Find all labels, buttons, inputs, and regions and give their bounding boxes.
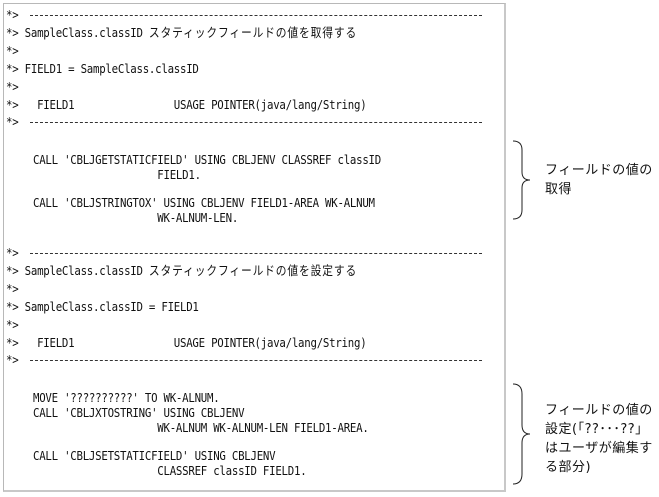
- comment-dash-line: [30, 253, 482, 255]
- comment-blank: *>: [6, 79, 19, 94]
- code-listing-box: [3, 3, 506, 492]
- code-line-call-stringtox: CALL 'CBLJSTRINGTOX' USING CBLJENV FIELD…: [33, 195, 375, 210]
- comment-assign-get: *> FIELD1 = SampleClass.classID: [6, 61, 199, 76]
- code-line-continuation: FIELD1.: [33, 167, 201, 182]
- comment-title-set: *> SampleClass.classID スタティックフィールドの値を設定す…: [6, 263, 358, 278]
- comment-assign-set: *> SampleClass.classID = FIELD1: [6, 299, 199, 314]
- code-line-call-getstaticfield: CALL 'CBLJGETSTATICFIELD' USING CBLJENV …: [33, 152, 381, 167]
- code-line-move: MOVE '??????????' TO WK-ALNUM.: [33, 390, 220, 405]
- code-line-continuation: WK-ALNUM-LEN.: [33, 210, 239, 225]
- annotation-get-value: フィールドの値の取得: [545, 163, 653, 197]
- comment-rule-bottom: *>: [6, 352, 19, 367]
- comment-rule-bottom: *>: [6, 114, 19, 129]
- annotation-set-value: フィールドの値の設定(「??･･･??」はユーザが編集する部分): [545, 403, 653, 475]
- comment-title-get: *> SampleClass.classID スタティックフィールドの値を取得す…: [6, 25, 358, 40]
- comment-dash-line: [30, 360, 482, 362]
- comment-decl-get: *> FIELD1 USAGE POINTER(java/lang/String…: [6, 97, 367, 112]
- code-line-call-setstaticfield: CALL 'CBLJSETSTATICFIELD' USING CBLJENV: [33, 448, 276, 463]
- comment-rule-top: *>: [6, 7, 19, 22]
- right-brace-icon: [510, 140, 534, 220]
- comment-blank: *>: [6, 43, 19, 58]
- code-line-call-xtostring: CALL 'CBLJXTOSTRING' USING CBLJENV: [33, 405, 245, 420]
- comment-dash-line: [30, 122, 482, 124]
- comment-decl-set: *> FIELD1 USAGE POINTER(java/lang/String…: [6, 335, 367, 350]
- code-line-continuation: CLASSREF classID FIELD1.: [33, 463, 307, 478]
- comment-dash-line: [30, 15, 482, 17]
- comment-rule-top: *>: [6, 245, 19, 260]
- comment-blank: *>: [6, 317, 19, 332]
- code-line-continuation: WK-ALNUM WK-ALNUM-LEN FIELD1-AREA.: [33, 420, 369, 435]
- right-brace-icon: [510, 383, 534, 485]
- comment-blank: *>: [6, 281, 19, 296]
